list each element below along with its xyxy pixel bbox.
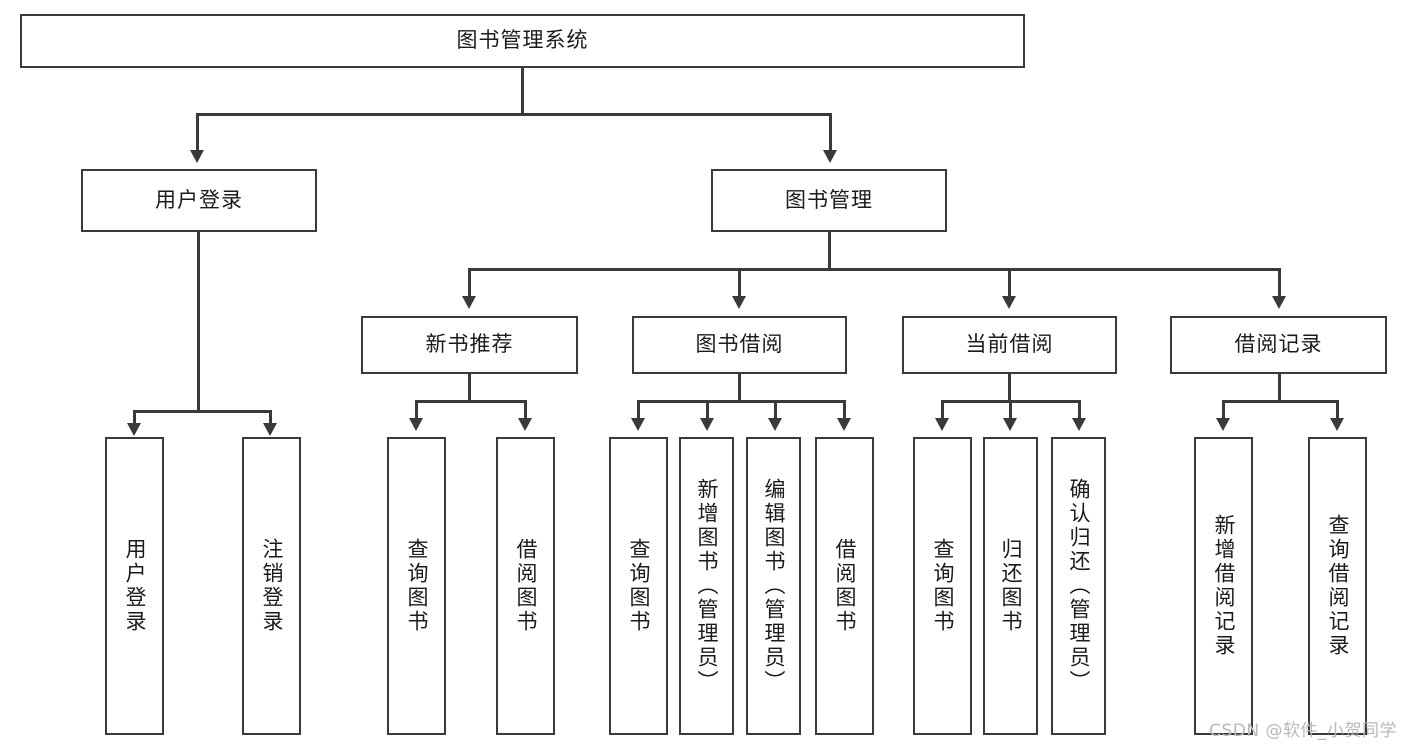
arrowhead-current-borrow-leaf-2 xyxy=(1003,418,1017,431)
node-label: 查询图书 xyxy=(626,538,651,634)
leaf-user-login-logout[interactable]: 注销登录 xyxy=(242,437,301,735)
arrowhead-to-new-book-recommend xyxy=(462,296,476,309)
arrowhead-current-borrow-leaf-3 xyxy=(1072,418,1086,431)
node-label: 借阅图书 xyxy=(832,538,857,634)
connector-new-book-recommend-leaf-2 xyxy=(524,400,527,420)
connector-to-user-login xyxy=(196,113,199,155)
node-book-management[interactable]: 图书管理 xyxy=(711,169,947,232)
leaf-user-login-login[interactable]: 用户登录 xyxy=(105,437,164,735)
node-borrow-record[interactable]: 借阅记录 xyxy=(1170,316,1387,374)
leaf-new-book-query-book[interactable]: 查询图书 xyxy=(387,437,446,735)
node-label: 查询图书 xyxy=(404,538,429,634)
node-label: 归还图书 xyxy=(998,538,1023,634)
node-label: 图书管理系统 xyxy=(456,28,589,53)
leaf-book-borrow-edit-book-admin[interactable]: 编辑图书（管理员） xyxy=(746,437,801,735)
node-label: 借阅记录 xyxy=(1234,332,1323,357)
connector-level2-bus xyxy=(196,113,832,116)
connector-user-login-stem xyxy=(197,232,200,412)
arrowhead-to-borrow-record xyxy=(1272,296,1286,309)
connector-to-book-borrow xyxy=(738,268,741,300)
arrowhead-book-borrow-leaf-3 xyxy=(768,418,782,431)
arrowhead-to-book-borrow xyxy=(732,296,746,309)
leaf-book-borrow-borrow-book[interactable]: 借阅图书 xyxy=(815,437,874,735)
arrowhead-book-borrow-leaf-2 xyxy=(700,418,714,431)
connector-new-book-recommend-bus xyxy=(415,400,526,403)
connector-user-login-bus xyxy=(133,410,271,413)
connector-user-login-leaf-2 xyxy=(269,410,272,428)
node-root-book-management-system[interactable]: 图书管理系统 xyxy=(20,14,1025,68)
arrowhead-new-book-recommend-leaf-1 xyxy=(409,418,423,431)
node-book-borrow[interactable]: 图书借阅 xyxy=(632,316,847,374)
node-label: 新书推荐 xyxy=(425,332,514,357)
arrowhead-to-user-login xyxy=(190,150,204,163)
leaf-borrow-record-query-record[interactable]: 查询借阅记录 xyxy=(1308,437,1367,735)
node-label: 确认归还（管理员） xyxy=(1066,478,1091,694)
arrowhead-user-login-leaf-1 xyxy=(127,423,141,436)
connector-book-borrow-stem xyxy=(738,374,741,402)
arrowhead-borrow-record-leaf-1 xyxy=(1216,418,1230,431)
leaf-current-borrow-confirm-return-admin[interactable]: 确认归还（管理员） xyxy=(1051,437,1106,735)
node-label: 注销登录 xyxy=(259,538,284,634)
connector-book-borrow-bus xyxy=(637,400,845,403)
leaf-book-borrow-add-book-admin[interactable]: 新增图书（管理员） xyxy=(679,437,734,735)
leaf-borrow-record-add-record[interactable]: 新增借阅记录 xyxy=(1194,437,1253,735)
node-new-book-recommend[interactable]: 新书推荐 xyxy=(361,316,578,374)
connector-to-borrow-record xyxy=(1278,268,1281,300)
node-label: 借阅图书 xyxy=(513,538,538,634)
connector-book-borrow-leaf-3 xyxy=(774,400,777,420)
node-label: 当前借阅 xyxy=(965,332,1054,357)
connector-book-borrow-leaf-2 xyxy=(706,400,709,420)
arrowhead-book-borrow-leaf-4 xyxy=(837,418,851,431)
leaf-book-borrow-query-book[interactable]: 查询图书 xyxy=(609,437,668,735)
connector-new-book-recommend-leaf-1 xyxy=(415,400,418,420)
node-label: 查询图书 xyxy=(930,538,955,634)
arrowhead-user-login-leaf-2 xyxy=(263,423,277,436)
node-label: 用户登录 xyxy=(155,187,243,212)
node-label: 新增借阅记录 xyxy=(1211,514,1236,658)
node-label: 查询借阅记录 xyxy=(1325,514,1350,658)
node-current-borrow[interactable]: 当前借阅 xyxy=(902,316,1117,374)
connector-borrow-record-bus xyxy=(1222,400,1338,403)
arrowhead-new-book-recommend-leaf-2 xyxy=(518,418,532,431)
node-label: 编辑图书（管理员） xyxy=(761,478,786,694)
node-user-login[interactable]: 用户登录 xyxy=(81,169,317,232)
node-label: 用户登录 xyxy=(122,538,147,634)
leaf-current-borrow-query-book[interactable]: 查询图书 xyxy=(913,437,972,735)
connector-to-book-management xyxy=(829,113,832,155)
connector-root-stem xyxy=(521,68,524,115)
connector-current-borrow-leaf-2 xyxy=(1009,400,1012,420)
connector-current-borrow-leaf-3 xyxy=(1078,400,1081,420)
connector-to-new-book-recommend xyxy=(468,268,471,300)
connector-to-current-borrow xyxy=(1008,268,1011,300)
connector-book-borrow-leaf-4 xyxy=(843,400,846,420)
node-label: 新增图书（管理员） xyxy=(694,478,719,694)
connector-current-borrow-stem xyxy=(1008,374,1011,402)
arrowhead-to-book-management xyxy=(823,150,837,163)
connector-user-login-leaf-1 xyxy=(133,410,136,428)
connector-current-borrow-leaf-1 xyxy=(941,400,944,420)
connector-new-book-recommend-stem xyxy=(468,374,471,402)
arrowhead-borrow-record-leaf-2 xyxy=(1330,418,1344,431)
arrowhead-to-current-borrow xyxy=(1002,296,1016,309)
connector-borrow-record-stem xyxy=(1278,374,1281,402)
connector-book-borrow-leaf-1 xyxy=(637,400,640,420)
node-label: 图书管理 xyxy=(785,187,873,212)
leaf-new-book-borrow-book[interactable]: 借阅图书 xyxy=(496,437,555,735)
connector-level3-bus xyxy=(468,268,1280,271)
arrowhead-book-borrow-leaf-1 xyxy=(631,418,645,431)
connector-borrow-record-leaf-2 xyxy=(1336,400,1339,420)
node-label: 图书借阅 xyxy=(695,332,784,357)
connector-book-management-stem xyxy=(828,232,831,270)
leaf-current-borrow-return-book[interactable]: 归还图书 xyxy=(983,437,1038,735)
arrowhead-current-borrow-leaf-1 xyxy=(935,418,949,431)
connector-borrow-record-leaf-1 xyxy=(1222,400,1225,420)
